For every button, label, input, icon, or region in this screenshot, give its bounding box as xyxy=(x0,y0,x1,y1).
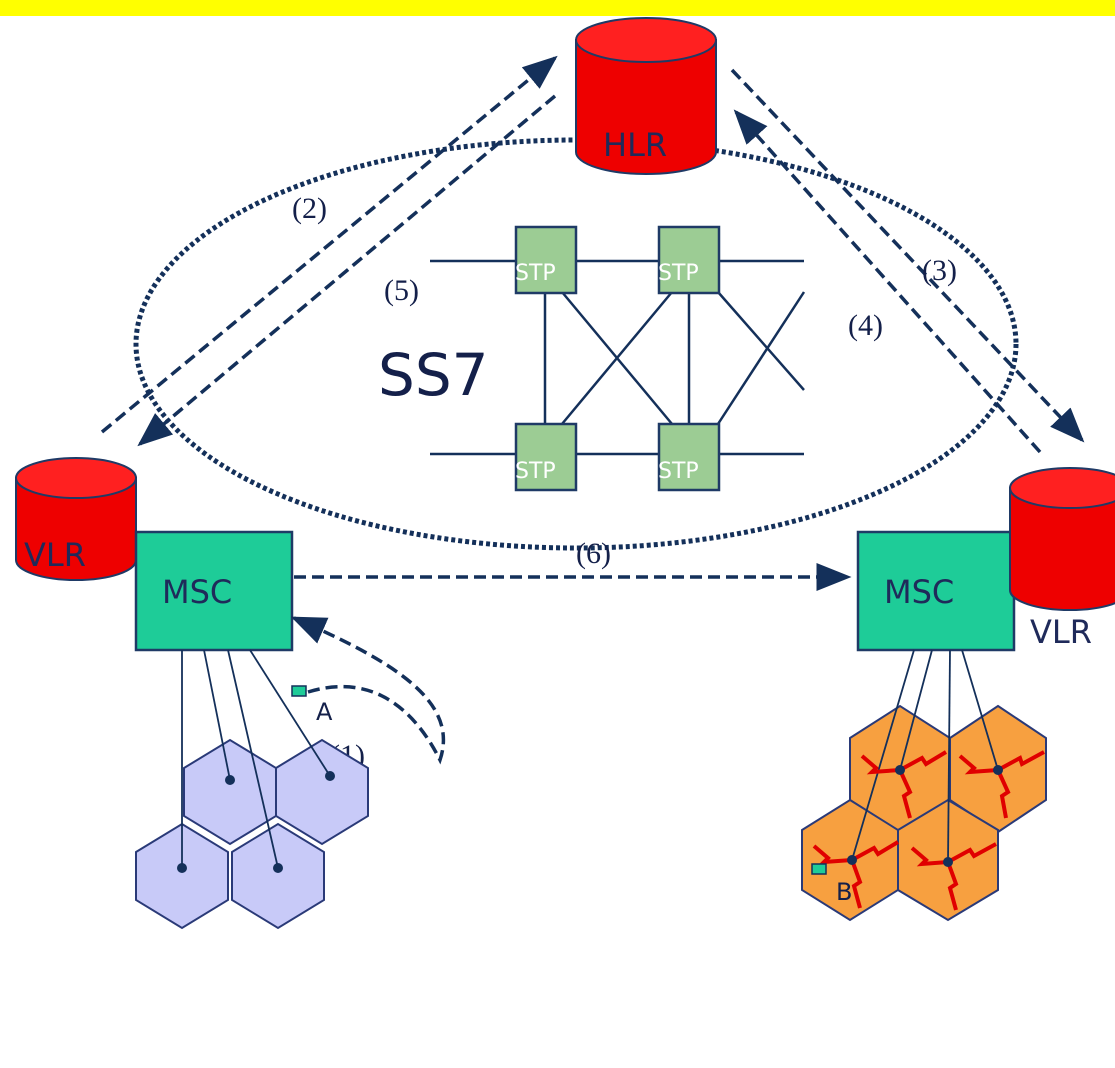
msc-left-label: MSC xyxy=(162,573,232,611)
vlr-left-database: VLR xyxy=(15,457,137,581)
mobile-a-icon xyxy=(291,685,307,697)
radio-link xyxy=(910,842,997,911)
step-6-label: (6) xyxy=(576,537,611,570)
base-station xyxy=(895,765,905,775)
stp-node-bottom-right xyxy=(657,422,721,492)
ss7-network: STP STP STP STP SS7 xyxy=(378,225,806,492)
stp-node-top-left xyxy=(514,225,578,295)
vlr-right-database: VLR xyxy=(1009,467,1115,651)
mobile-b-icon xyxy=(811,863,827,875)
arrow-step-2-to-hlr xyxy=(100,55,558,434)
base-station xyxy=(177,863,187,873)
arrow-step-1-mobile-to-msc xyxy=(290,616,446,765)
base-station xyxy=(943,857,953,867)
radio-link xyxy=(958,750,1045,819)
mobile-a-label: A xyxy=(316,698,333,726)
base-station xyxy=(847,855,857,865)
stp-label: STP xyxy=(515,261,556,286)
cell-hexagon xyxy=(231,822,325,930)
mobile-b-label: B xyxy=(836,878,852,906)
base-station xyxy=(325,771,335,781)
arrow-step-3-to-vlr-right xyxy=(730,68,1085,443)
hlr-database: HLR xyxy=(575,17,717,175)
base-station xyxy=(273,863,283,873)
step-5-label: (5) xyxy=(384,274,419,307)
cell-hexagon xyxy=(183,738,277,846)
right-cell-cluster: B xyxy=(801,649,1047,922)
hlr-label: HLR xyxy=(603,126,667,164)
msc-left xyxy=(134,530,294,652)
radio-link xyxy=(860,750,948,819)
base-station xyxy=(225,775,235,785)
step-4-label: (4) xyxy=(848,309,883,342)
stp-node-bottom-left xyxy=(514,422,578,492)
step-3-label: (3) xyxy=(922,254,957,287)
arrow-step-4-to-hlr xyxy=(733,109,1042,454)
base-station xyxy=(993,765,1003,775)
header-band xyxy=(0,0,1115,16)
cell-hexagon xyxy=(275,738,369,846)
stp-node-top-right xyxy=(657,225,721,295)
arrow-hlr-to-vlr-left xyxy=(137,94,557,447)
vlr-right-label: VLR xyxy=(1030,613,1092,651)
ss7-label: SS7 xyxy=(378,341,489,409)
msc-right xyxy=(856,530,1016,652)
stp-label: STP xyxy=(515,459,556,484)
radio-link xyxy=(812,840,900,909)
left-cell-cluster: A xyxy=(135,649,369,930)
vlr-left-label: VLR xyxy=(24,536,86,574)
stp-label: STP xyxy=(658,459,699,484)
stp-label: STP xyxy=(658,261,699,286)
msc-right-label: MSC xyxy=(884,573,954,611)
step-2-label: (2) xyxy=(292,192,327,225)
